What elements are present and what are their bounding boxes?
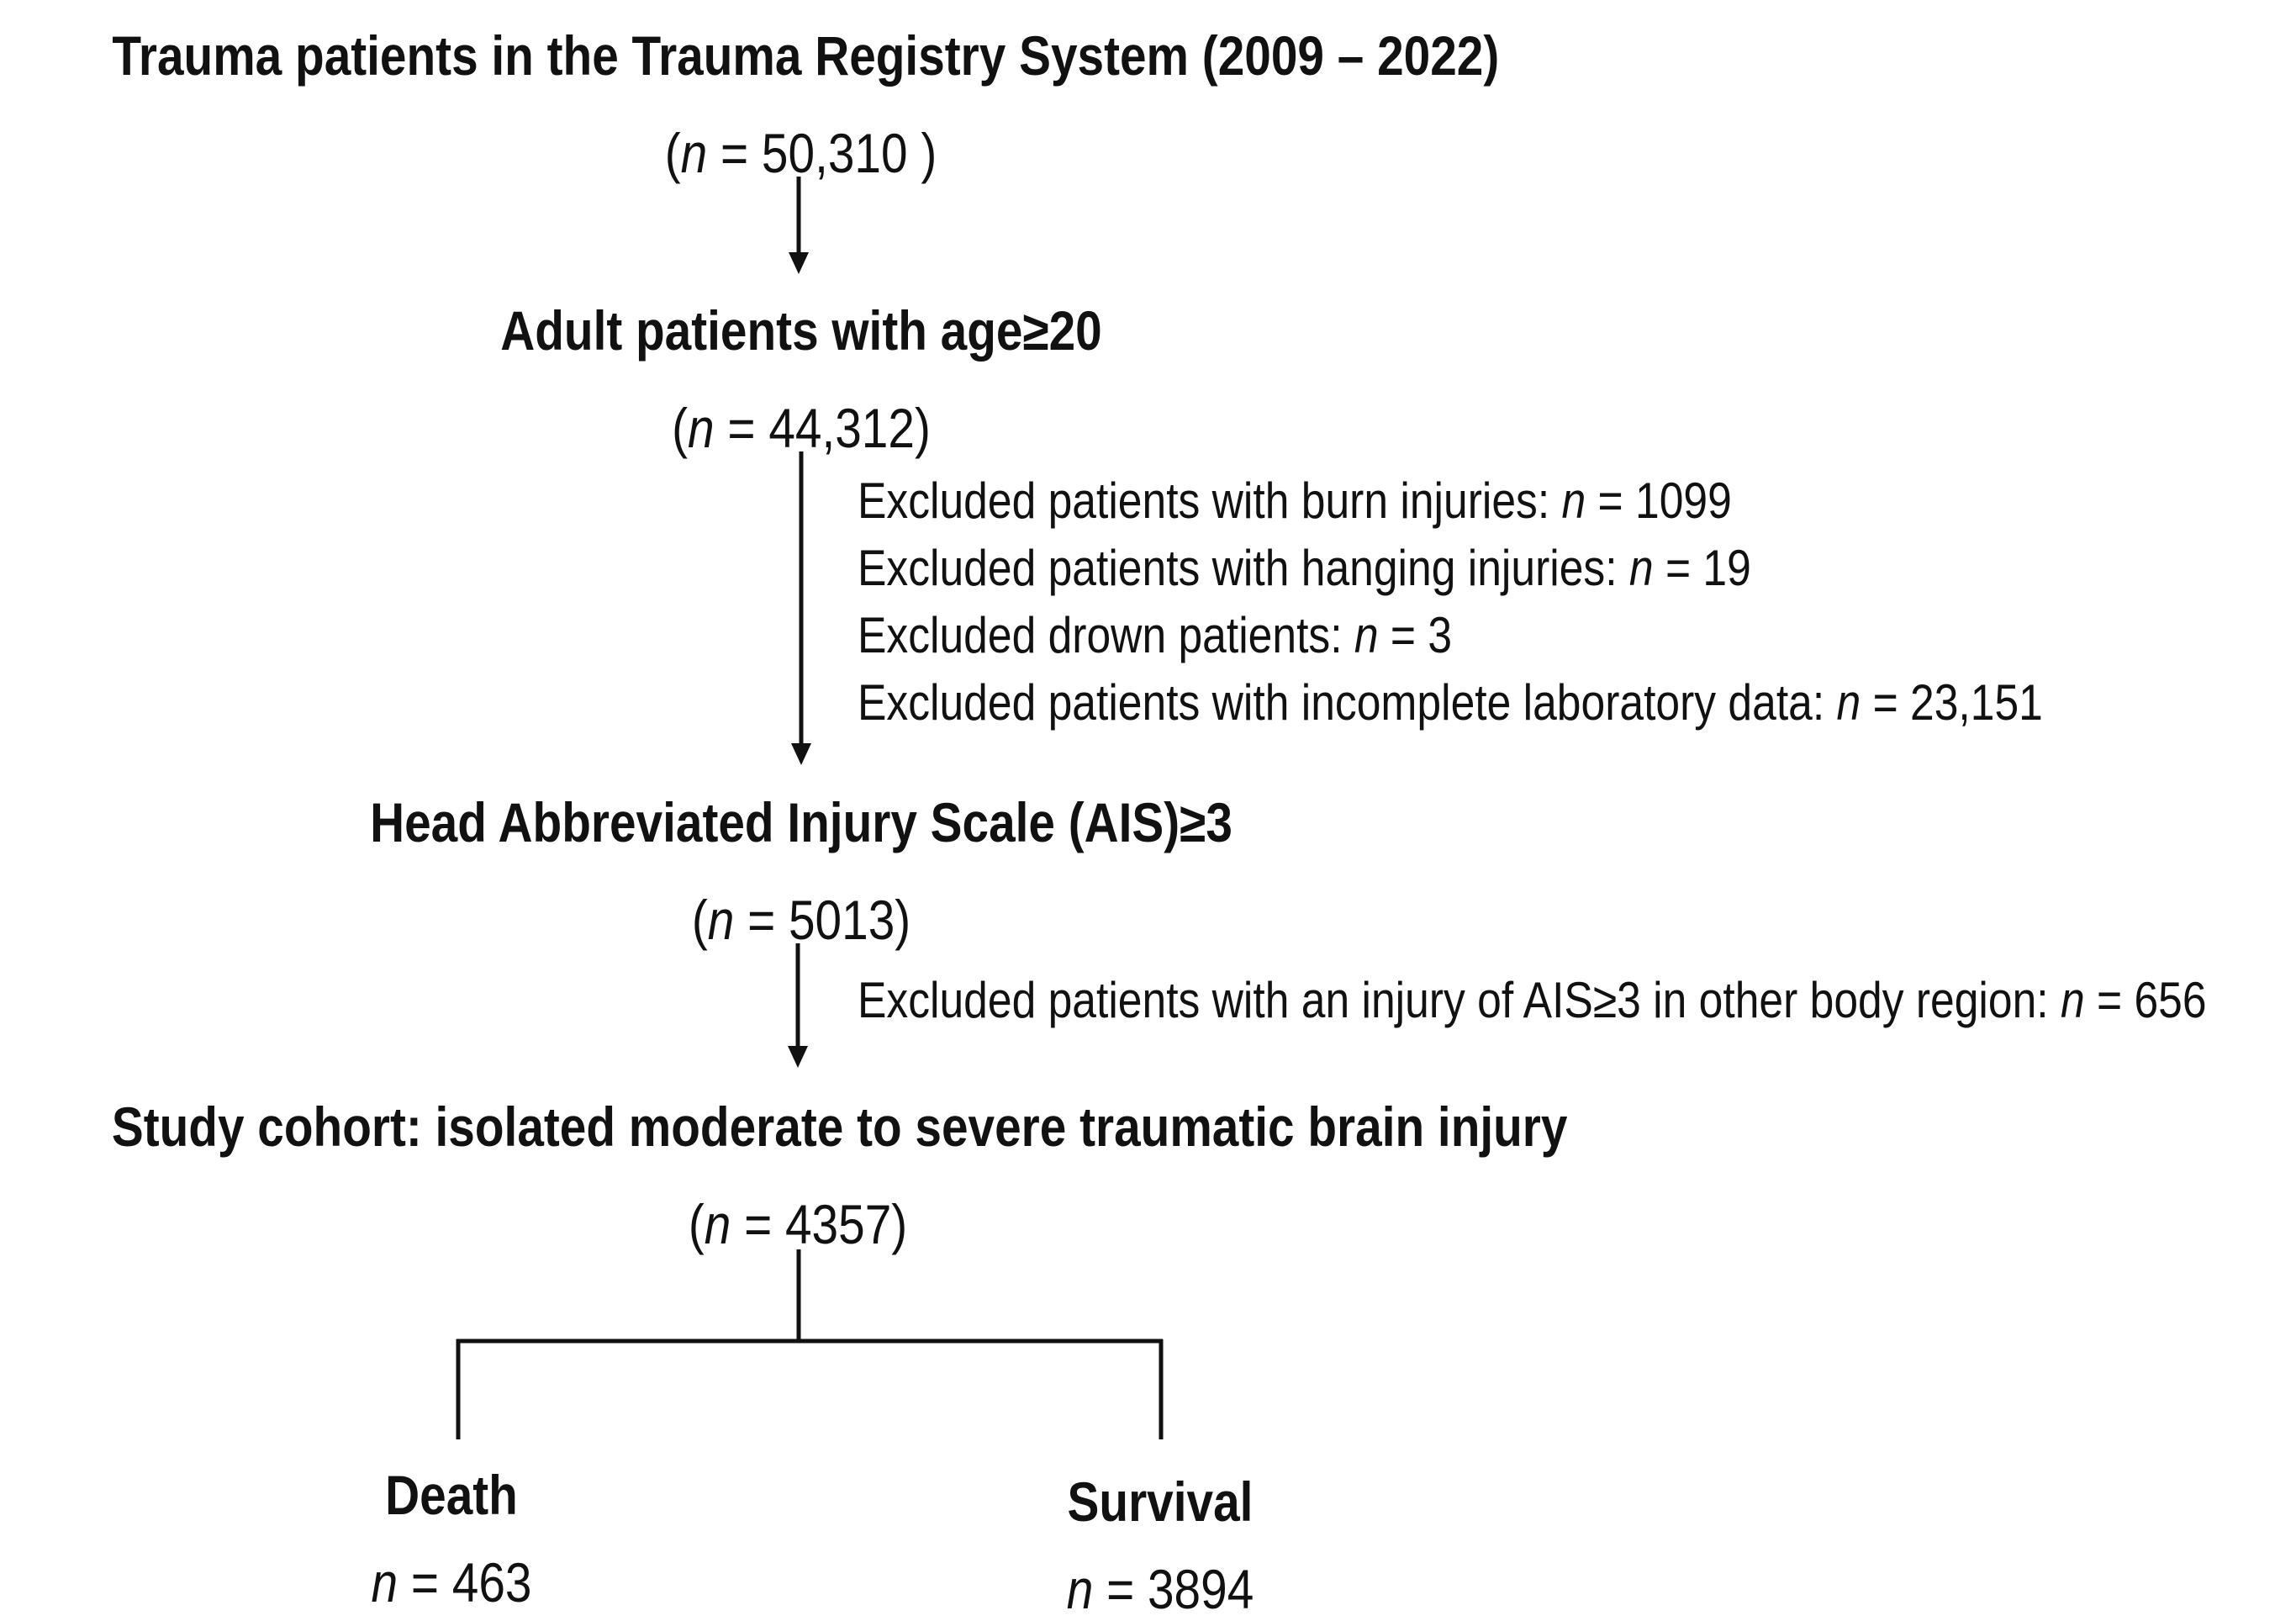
node-cohort-count: (n = 4357) xyxy=(688,1193,908,1255)
n-value: = 19 xyxy=(1653,540,1751,596)
n-value: = 23,151 xyxy=(1861,674,2043,731)
node-adults-title: Adult patients with age≥20 xyxy=(500,299,1102,362)
node-survival-title: Survival xyxy=(1067,1471,1254,1533)
exclusion-item-burn: Excluded patients with burn injuries: n … xyxy=(858,467,1732,535)
n-value: = 3894 xyxy=(1093,1558,1254,1620)
n-symbol: n xyxy=(1066,1558,1094,1620)
n-value: = 50,310 xyxy=(707,122,921,184)
n-symbol: n xyxy=(680,122,708,184)
n-value: = 5013 xyxy=(734,889,895,951)
n-value: = 656 xyxy=(2084,972,2207,1028)
n-symbol: n xyxy=(707,889,735,951)
node-cohort: Study cohort: isolated moderate to sever… xyxy=(0,1095,1596,1256)
n-symbol: n xyxy=(1561,473,1586,529)
n-symbol: n xyxy=(1354,607,1379,663)
node-cohort-title: Study cohort: isolated moderate to sever… xyxy=(111,1096,1568,1158)
n-value: = 4357 xyxy=(731,1193,892,1255)
n-value: = 3 xyxy=(1378,607,1453,663)
exclusion-text: Excluded drown patients: xyxy=(858,607,1354,663)
n-symbol: n xyxy=(704,1193,731,1255)
node-registry: Trauma patients in the Trauma Registry S… xyxy=(0,24,1602,185)
n-symbol: n xyxy=(688,397,715,459)
n-value: = 44,312 xyxy=(714,397,915,459)
exclusion-text: Excluded patients with burn injuries: xyxy=(858,473,1562,529)
arrowhead-2 xyxy=(791,743,811,765)
exclusion-text: Excluded patients with hanging injuries: xyxy=(858,540,1629,596)
node-adults-count: (n = 44,312) xyxy=(672,397,931,459)
node-head-ais-count: (n = 5013) xyxy=(691,889,911,951)
arrowhead-3 xyxy=(788,1046,808,1068)
exclusion-item-other-region: Excluded patients with an injury of AIS≥… xyxy=(858,967,2207,1034)
node-head-ais: Head Abbreviated Injury Scale (AIS)≥3 (n… xyxy=(0,790,1602,952)
exclusion-text: Excluded patients with an injury of AIS≥… xyxy=(858,972,2061,1028)
arrowhead-1 xyxy=(789,252,809,274)
exclusion-item-hanging: Excluded patients with hanging injuries:… xyxy=(858,535,1751,602)
node-adults: Adult patients with age≥20 (n = 44,312) xyxy=(0,298,1602,460)
node-registry-count: (n = 50,310 ) xyxy=(664,122,937,184)
node-death-title: Death xyxy=(385,1464,518,1526)
exclusion-item-laboratory: Excluded patients with incomplete labora… xyxy=(858,669,2043,737)
node-death-count: n = 463 xyxy=(307,1550,596,1614)
n-symbol: n xyxy=(2060,972,2085,1028)
n-symbol: n xyxy=(1628,540,1654,596)
node-registry-title: Trauma patients in the Trauma Registry S… xyxy=(112,24,1500,87)
n-symbol: n xyxy=(1836,674,1861,731)
node-head-ais-title: Head Abbreviated Injury Scale (AIS)≥3 xyxy=(370,791,1232,853)
node-survival: Survival n = 3894 xyxy=(992,1470,1328,1621)
node-survival-count: n = 3894 xyxy=(1016,1557,1305,1621)
node-death: Death n = 463 xyxy=(283,1463,620,1614)
exclusion-item-drown: Excluded drown patients: n = 3 xyxy=(858,602,1452,669)
n-value: = 1099 xyxy=(1586,473,1732,529)
n-value: = 463 xyxy=(398,1551,532,1613)
exclusion-text: Excluded patients with incomplete labora… xyxy=(858,674,1837,731)
n-symbol: n xyxy=(371,1551,399,1613)
